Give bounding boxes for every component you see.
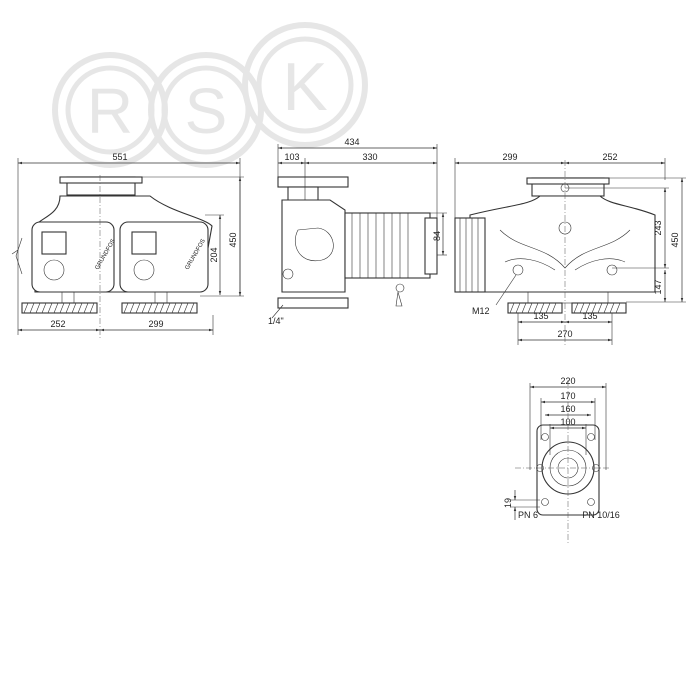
- watermark-letter-r: R: [87, 75, 133, 147]
- rear-bolt-label: M12: [472, 306, 490, 316]
- flange-label-pn-high: PN 10/16: [582, 510, 620, 520]
- rear-view: 299 252 243 450 147 135 135 270 M12: [454, 152, 686, 345]
- rear-motor-fins: [459, 218, 479, 292]
- side-motor-fins: [351, 213, 409, 278]
- front-feet: [21, 291, 198, 314]
- flange-view: 220 170 160 100 19 PN 6 PN 10/16: [503, 376, 620, 545]
- front-dim-left-width: 252: [50, 319, 65, 329]
- flange-dim-hole: 19: [503, 498, 513, 508]
- watermark-circle-s: S: [148, 52, 264, 168]
- side-dim-motor-height: 84: [432, 231, 442, 241]
- side-dim-flange-offset: 103: [284, 152, 299, 162]
- flange-dim-100: 100: [560, 417, 575, 427]
- front-dim-right-width: 299: [148, 319, 163, 329]
- rear-dim-left-width: 299: [502, 152, 517, 162]
- rear-dim-bolt-right: 135: [582, 311, 597, 321]
- flange-label-pn-low: PN 6: [518, 510, 538, 520]
- side-dim-motor-length: 330: [362, 152, 377, 162]
- rear-dim-base-total: 270: [557, 329, 572, 339]
- flange-dim-220: 220: [560, 376, 575, 386]
- rear-dim-height-total: 450: [670, 232, 680, 247]
- rear-dim-height-mid: 243: [653, 220, 663, 235]
- rear-dim-right-width: 252: [602, 152, 617, 162]
- rear-dim-bolt-left: 135: [533, 311, 548, 321]
- front-dim-overall-width: 551: [112, 152, 127, 162]
- front-dim-height-total: 450: [228, 232, 238, 247]
- watermark-circle-r: R: [52, 52, 168, 168]
- flange-dim-160: 160: [560, 404, 575, 414]
- side-dim-total-length: 434: [344, 137, 359, 147]
- side-thread-label: 1/4": [268, 316, 284, 326]
- side-view: 434 103 330 84 1/4": [268, 137, 447, 326]
- rear-dim-height-low: 147: [653, 279, 663, 294]
- front-dim-height-mid: 204: [209, 247, 219, 262]
- watermark-circle-k: K: [242, 22, 368, 148]
- watermark-letter-s: S: [185, 75, 228, 147]
- flange-dim-170: 170: [560, 391, 575, 401]
- watermark-logo: R S K: [52, 22, 368, 168]
- watermark-letter-k: K: [282, 49, 327, 125]
- front-view: GRUNDFOS GRUNDFOS 551 252 299 204 45: [11, 152, 244, 340]
